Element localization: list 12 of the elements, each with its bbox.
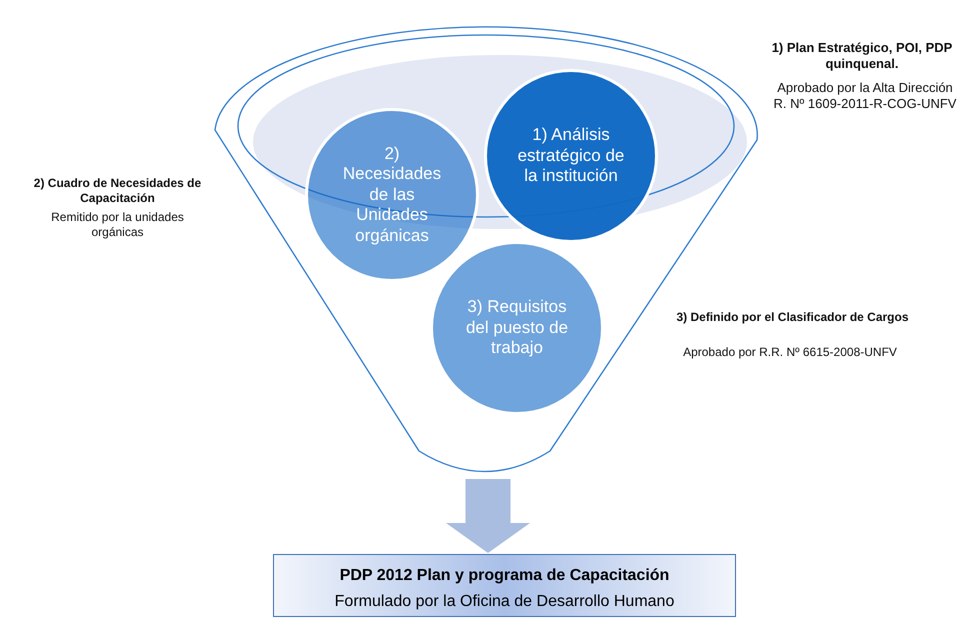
box-heading: PDP 2012 Plan y programa de Capacitación — [338, 566, 670, 586]
result-box — [273, 554, 736, 617]
annotation-text: Aprobado por R.R. Nº 6615-2008-UNFV — [682, 345, 898, 360]
annotation-heading: 1) Plan Estratégico, POI, PDP quinquenal. — [770, 40, 954, 72]
stage-circle: 2) Necesidades de las Unidades orgánicas — [305, 108, 479, 282]
block-arrow — [446, 479, 530, 553]
box-subtext: Formulado por la Oficina de Desarrollo Humano — [334, 592, 676, 612]
annotation-text: Aprobado por la Alta Dirección R. Nº 1609-2011-R-COG-UNFV — [772, 80, 958, 112]
stage-circle: 3) Requisitos del puesto de trabajo — [430, 241, 604, 415]
annotation-heading: 3) Definido por el Clasificador de Cargos — [675, 310, 910, 325]
annotation-heading: 2) Cuadro de Necesidades de Capacitación — [32, 176, 202, 206]
annotation-text: Remitido por la unidades orgánicas — [50, 210, 185, 240]
